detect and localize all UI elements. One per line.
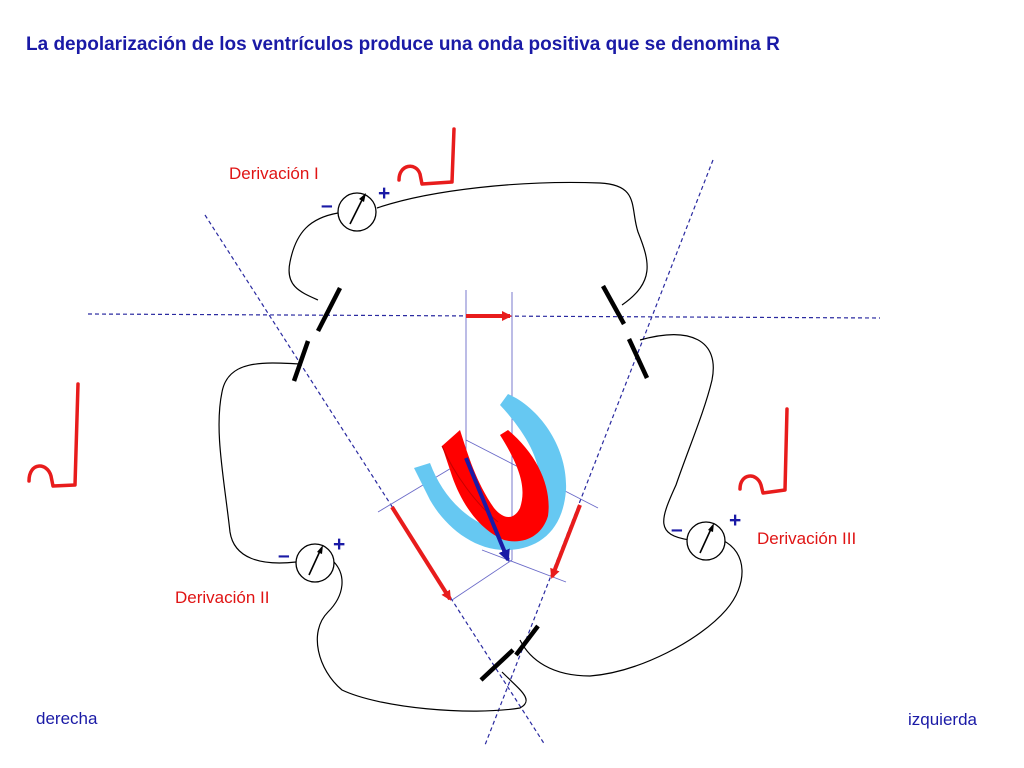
lead1-minus-sign: – (321, 194, 333, 217)
lead-wires (218, 181, 743, 712)
lead3-minus-sign: – (671, 518, 683, 541)
galvanometer-icon (686, 521, 726, 561)
mean-vector-arrow (464, 457, 510, 562)
lead2-projection-arrow (390, 505, 452, 601)
projection-lines (377, 290, 599, 601)
heart-ventricles-icon (414, 394, 567, 551)
lead3-projection-arrow (550, 504, 582, 579)
galvanometer-icon (337, 192, 377, 232)
lead2-label: Derivación II (175, 588, 270, 607)
left-side-label: izquierda (908, 710, 977, 729)
axis-lines (87, 159, 881, 746)
lead1-plus-sign: + (378, 182, 390, 205)
electrodes (291, 284, 650, 682)
lead1-label: Derivación I (229, 164, 319, 183)
lead3-plus-sign: + (729, 509, 741, 532)
axis-lead1 (87, 313, 881, 319)
ecg-r-wave-icon (27, 382, 80, 488)
ecg-r-wave-icon (397, 127, 456, 186)
lead3-label: Derivación III (757, 529, 857, 548)
right-side-label: derecha (36, 709, 98, 728)
galvanometer-icon (295, 543, 335, 583)
lead2-plus-sign: + (333, 533, 345, 556)
lead2-minus-sign: – (278, 544, 290, 567)
ecg-r-wave-icon (738, 407, 789, 495)
slide-title: La depolarización de los ventrículos pro… (26, 34, 780, 55)
